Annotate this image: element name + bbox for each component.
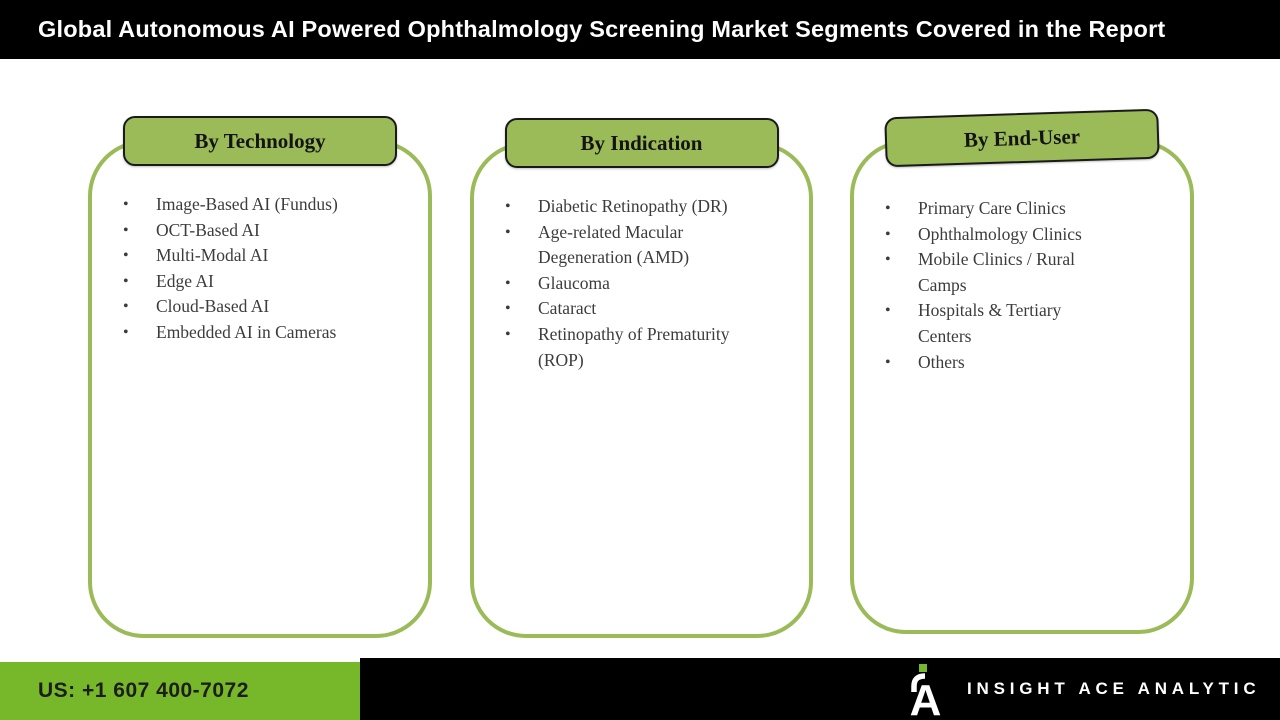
panel-header-indication: By Indication — [504, 118, 779, 168]
phone-number: US: +1 607 400-7072 — [38, 679, 249, 702]
svg-text:A: A — [910, 676, 942, 716]
indication-list: Diabetic Retinopathy (DR) Age-related Ma… — [474, 146, 809, 373]
list-item: Ophthalmology Clinics — [885, 222, 1172, 248]
end-user-list: Primary Care Clinics Ophthalmology Clini… — [854, 144, 1190, 375]
insight-ace-logo-icon: A — [910, 664, 942, 716]
list-item: Glaucoma — [505, 271, 791, 297]
segment-panel-technology: By Technology Image-Based AI (Fundus) OC… — [88, 116, 432, 638]
segment-panel-indication: By Indication Diabetic Retinopathy (DR) … — [470, 118, 813, 638]
panel-header-end-user: By End-User — [884, 108, 1160, 168]
list-item: Embedded AI in Cameras — [123, 320, 410, 346]
list-item: Multi-Modal AI — [123, 243, 410, 269]
technology-list: Image-Based AI (Fundus) OCT-Based AI Mul… — [92, 144, 428, 346]
list-item: Cloud-Based AI — [123, 294, 410, 320]
list-item: Diabetic Retinopathy (DR) — [505, 194, 791, 220]
list-item: Hospitals & Tertiary Centers — [885, 298, 1172, 349]
title-banner: Global Autonomous AI Powered Ophthalmolo… — [0, 0, 1280, 59]
segment-panel-end-user: By End-User Primary Care Clinics Ophthal… — [850, 108, 1194, 634]
list-item: Cataract — [505, 296, 791, 322]
page-title: Global Autonomous AI Powered Ophthalmolo… — [38, 16, 1166, 42]
brand-bar: A INSIGHT ACE ANALYTIC — [360, 658, 1280, 720]
phone-bar: US: +1 607 400-7072 — [0, 662, 360, 720]
brand-name: INSIGHT ACE ANALYTIC — [967, 679, 1261, 698]
list-item: Mobile Clinics / Rural Camps — [885, 247, 1172, 298]
list-item: Retinopathy of Prematurity (ROP) — [505, 322, 791, 373]
list-item: Others — [885, 350, 1172, 376]
panel-header-technology: By Technology — [123, 116, 397, 166]
list-item: Primary Care Clinics — [885, 196, 1172, 222]
list-item: Age-related Macular Degeneration (AMD) — [505, 220, 791, 271]
list-item: Image-Based AI (Fundus) — [123, 192, 410, 218]
list-item: OCT-Based AI — [123, 218, 410, 244]
list-item: Edge AI — [123, 269, 410, 295]
